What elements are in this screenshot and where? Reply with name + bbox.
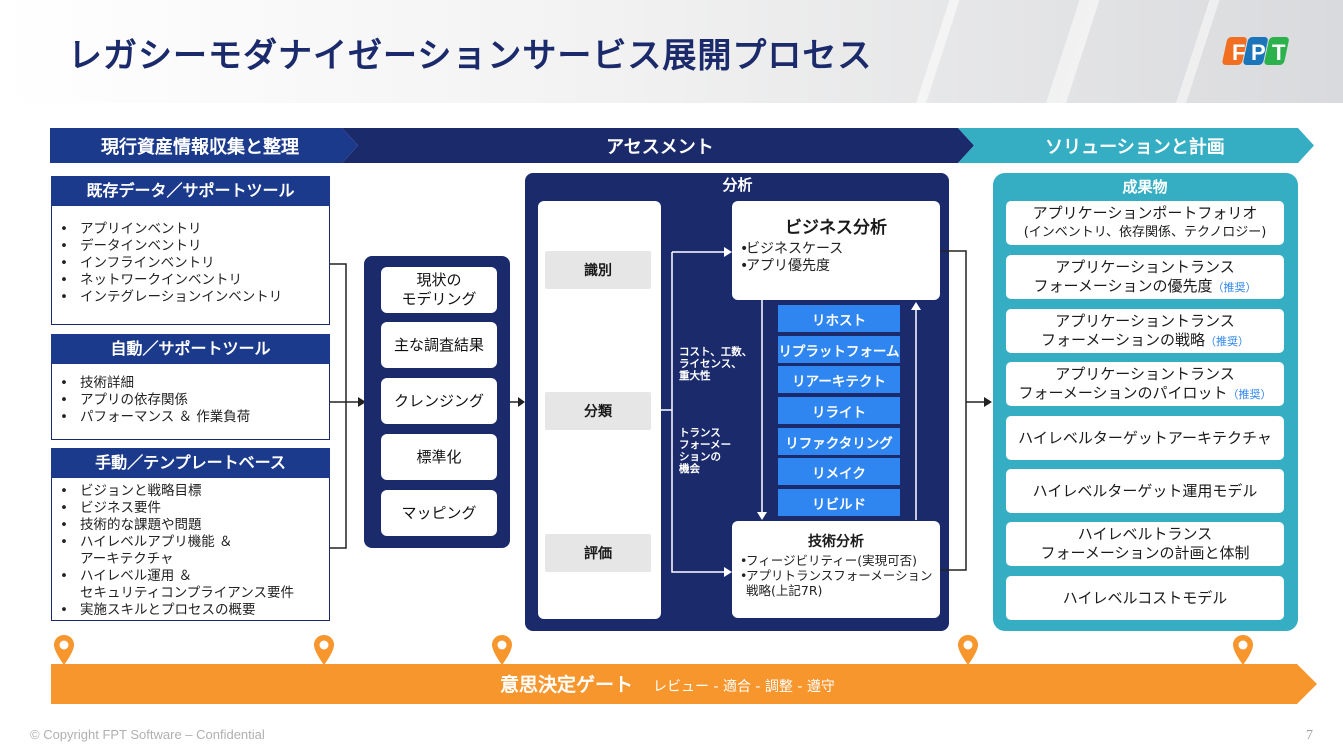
location-pin-icon [492, 635, 512, 665]
deliverable-line: フォーメーションの優先度 [1033, 276, 1213, 295]
list-item: ハイレベル運用 ＆ セキュリティコンプライアンス要件 [52, 568, 294, 602]
deliverable-plan: ハイレベルトランス フォーメーションの計画と体制 [1006, 522, 1284, 566]
deliverable-line: ハイレベルターゲットアーキテクチャ [1018, 428, 1272, 447]
location-pin-icon [958, 635, 978, 665]
deliverable-portfolio: アプリケーションポートフォリオ (インベントリ、依存関係、テクノロジー) [1006, 201, 1284, 245]
svg-text:F: F [1232, 40, 1245, 65]
r-rearchitect: リアーキテクト [778, 366, 900, 393]
location-pin-icon [314, 635, 334, 665]
deliverable-operating-model: ハイレベルターゲット運用モデル [1006, 469, 1284, 513]
decision-gate-bar [51, 664, 1317, 704]
deliverable-line: フォーメーションの計画と体制 [1040, 544, 1250, 562]
fpt-logo: F P T [1222, 37, 1289, 65]
r-rebuild: リビルド [778, 489, 900, 516]
deliverable-line: ハイレベルトランス [1077, 525, 1213, 543]
gate-text: 意思決定ゲート レビュー - 適合 - 調整 - 遵守 [500, 670, 835, 700]
list-item: 技術詳細 [52, 375, 250, 392]
list-item: アプリトランスフォーメーション戦略(上記7R) [732, 568, 940, 598]
list-item: ビジョンと戦略目標 [52, 483, 294, 500]
business-analysis-title: ビジネス分析 [785, 218, 887, 238]
step-standardize: 標準化 [381, 434, 497, 480]
phase-label-assessment: アセスメント [606, 136, 714, 158]
step-modeling: 現状の モデリング [381, 267, 497, 313]
r-rewrite: リライト [778, 397, 900, 424]
stage-classify: 分類 [545, 392, 651, 430]
phase-arrow-collect [50, 128, 358, 163]
r-rehost: リホスト [778, 305, 900, 332]
stage-evaluate: 評価 [545, 534, 651, 572]
phase-arrow-solution [958, 128, 1314, 163]
deliverable-line: アプリケーショントランス [1055, 311, 1235, 330]
deliverable-line: アプリケーショントランス [1055, 257, 1235, 276]
phase-arrow-assessment [342, 128, 974, 163]
phase-arrows [50, 128, 1314, 163]
bracket-connector [330, 263, 366, 549]
deliverables-title: 成果物 [1122, 178, 1168, 196]
gate-title: 意思決定ゲート [500, 674, 634, 696]
step-mapping: マッピング [381, 490, 497, 536]
tech-analysis-box: 技術分析 フィージビリティー(実現可否) アプリトランスフォーメーション戦略(上… [732, 521, 940, 618]
list-item: パフォーマンス ＆ 作業負荷 [52, 409, 250, 426]
deliverable-line: (インベントリ、依存関係、テクノロジー) [1023, 225, 1267, 240]
r-remake: リメイク [778, 458, 900, 485]
note-transformation: トランス フォーメー ションの 機会 [679, 427, 732, 475]
step-cleansing: クレンジング [381, 378, 497, 424]
note-cost: コスト、工数、 ライセンス、 重大性 [679, 346, 753, 382]
phase-label-collect: 現行資産情報収集と整理 [101, 136, 299, 158]
svg-text:P: P [1251, 40, 1266, 65]
gate-subtitle: レビュー - 適合 - 調整 - 遵守 [653, 679, 835, 695]
tech-analysis-title: 技術分析 [808, 534, 864, 550]
step-findings: 主な調査結果 [381, 322, 497, 368]
header-banner [0, 0, 1343, 103]
phase-label-solution: ソリューションと計画 [1045, 136, 1225, 158]
deliverable-priority: アプリケーショントランス フォーメーションの優先度（推奨） [1006, 255, 1284, 299]
recommended-tag: （推奨） [1227, 387, 1272, 401]
list-item: ネットワークインベントリ [52, 272, 282, 289]
arrow-right [510, 397, 525, 407]
deliverable-pilot: アプリケーショントランス フォーメーションのパイロット（推奨） [1006, 362, 1284, 406]
deliverable-strategy: アプリケーショントランス フォーメーションの戦略（推奨） [1006, 309, 1284, 353]
list-item: インテグレーションインベントリ [52, 289, 282, 306]
list-item: データインベントリ [52, 238, 282, 255]
bracket-connector-right [940, 250, 992, 571]
list-item: インフラインベントリ [52, 255, 282, 272]
recommended-tag: （推奨） [1212, 280, 1257, 294]
business-analysis-box: ビジネス分析 ビジネスケース アプリ優先度 [732, 201, 940, 300]
location-pin-icon [1233, 635, 1253, 665]
deliverable-line: ハイレベルターゲット運用モデル [1032, 481, 1258, 500]
deliverable-cost-model: ハイレベルコストモデル [1006, 576, 1284, 620]
page-title: レガシーモダナイゼーションサービス展開プロセス [68, 36, 873, 76]
analysis-connectors [660, 247, 921, 577]
list-item: アプリの依存関係 [52, 392, 250, 409]
r-replatform: リプラットフォーム [778, 336, 900, 363]
list-item: 実施スキルとプロセスの概要 [52, 602, 294, 619]
stage-identify: 識別 [545, 251, 651, 289]
deliverable-line: アプリケーションポートフォリオ [1032, 204, 1258, 222]
list-item: ビジネスケース [732, 241, 940, 258]
recommended-tag: （推奨） [1205, 334, 1250, 348]
list-item: 技術的な課題や問題 [52, 517, 294, 534]
r-refactor: リファクタリング [778, 428, 900, 455]
deliverable-line: ハイレベルコストモデル [1062, 588, 1228, 607]
list-item: ビジネス要件 [52, 500, 294, 517]
location-pin-icon [54, 635, 74, 665]
source-box-manual-title: 手動／テンプレートベース [51, 448, 330, 478]
deliverable-line: フォーメーションのパイロット [1018, 383, 1228, 402]
svg-text:T: T [1272, 40, 1286, 65]
deliverable-target-architecture: ハイレベルターゲットアーキテクチャ [1006, 416, 1284, 460]
deliverable-line: フォーメーションの戦略 [1040, 330, 1206, 349]
list-item: フィージビリティー(実現可否) [732, 553, 940, 568]
list-item: ハイレベルアプリ機能 ＆ アーキテクチャ [52, 534, 294, 568]
source-box-existing-title: 既存データ／サポートツール [51, 176, 330, 206]
source-box-auto-title: 自動／サポートツール [51, 334, 330, 364]
analysis-title: 分析 [722, 176, 753, 194]
list-item: アプリインベントリ [52, 221, 282, 238]
deliverable-line: アプリケーショントランス [1055, 364, 1235, 383]
list-item: アプリ優先度 [732, 258, 940, 275]
footer-copyright: © Copyright FPT Software – Confidential [30, 727, 265, 742]
page-number: 7 [1306, 728, 1313, 743]
